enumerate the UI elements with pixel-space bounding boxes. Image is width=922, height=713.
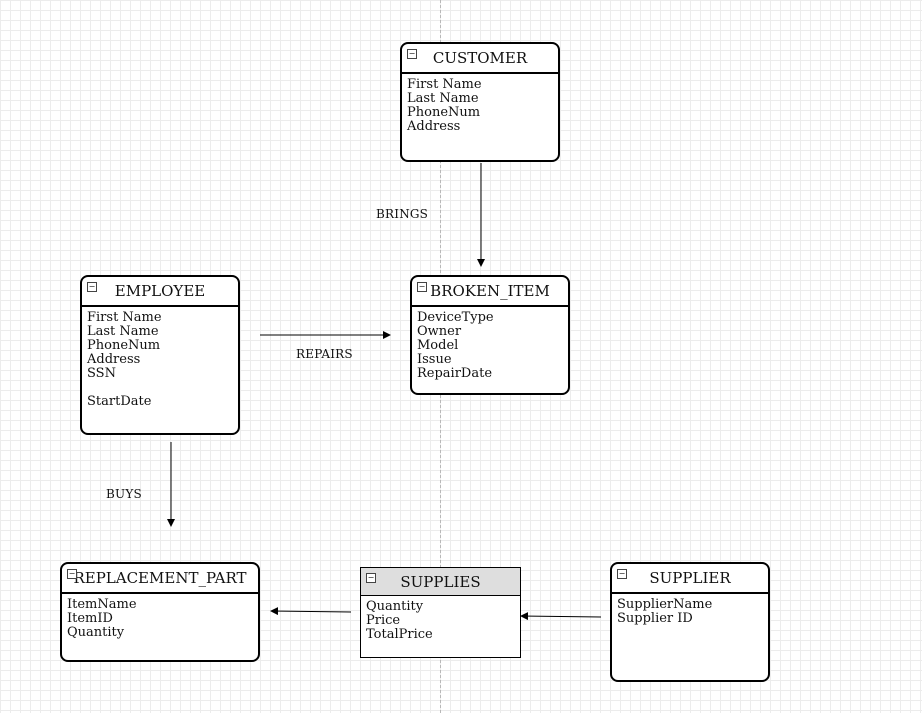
collapse-icon[interactable]: − (67, 569, 77, 579)
entity-title: BROKEN_ITEM (430, 282, 550, 300)
attribute[interactable]: Owner (417, 324, 462, 339)
collapse-icon[interactable]: − (417, 282, 427, 292)
attribute[interactable]: Last Name (87, 324, 159, 339)
attribute[interactable]: First Name (407, 77, 482, 92)
attribute[interactable]: DeviceType (417, 310, 494, 325)
supplies-to-part-connector[interactable] (270, 607, 352, 616)
attribute[interactable]: StartDate (87, 394, 152, 409)
entity-title: REPLACEMENT_PART (73, 569, 247, 587)
attribute-list: First Name Last Name PhoneNum Address SS… (82, 307, 238, 409)
attribute[interactable]: Issue (417, 352, 452, 367)
collapse-icon[interactable]: − (87, 282, 97, 292)
attribute-list: ItemName ItemID Quantity (62, 594, 258, 640)
entity-header[interactable]: − CUSTOMER (402, 44, 558, 74)
replacement-part-entity[interactable]: − REPLACEMENT_PART ItemName ItemID Quant… (60, 562, 260, 662)
attribute[interactable]: Quantity (366, 599, 424, 614)
attribute[interactable]: Last Name (407, 91, 479, 106)
attribute-list: SupplierName Supplier ID (612, 594, 768, 626)
employee-entity[interactable]: − EMPLOYEE First Name Last Name PhoneNum… (80, 275, 240, 435)
attribute[interactable]: Address (407, 119, 461, 134)
buys-label[interactable]: BUYS (106, 487, 142, 501)
collapse-icon[interactable]: − (407, 49, 417, 59)
entity-title: SUPPLIER (649, 569, 731, 587)
entity-header[interactable]: − REPLACEMENT_PART (62, 564, 258, 594)
attribute[interactable]: First Name (87, 310, 162, 325)
supplier-entity[interactable]: − SUPPLIER SupplierName Supplier ID (610, 562, 770, 682)
attribute[interactable]: PhoneNum (87, 338, 161, 353)
attribute[interactable]: PhoneNum (407, 105, 481, 120)
entity-header[interactable]: − SUPPLIES (361, 568, 520, 596)
attribute[interactable]: Quantity (67, 625, 125, 640)
entity-title: CUSTOMER (432, 49, 528, 67)
broken-item-entity[interactable]: − BROKEN_ITEM DeviceType Owner Model Iss… (410, 275, 570, 395)
attribute[interactable]: SupplierName (617, 597, 713, 612)
collapse-icon[interactable]: − (366, 573, 376, 583)
entity-title: SUPPLIES (400, 572, 481, 591)
attribute[interactable]: Address (87, 352, 141, 367)
entity-title: EMPLOYEE (114, 282, 206, 300)
attribute (87, 381, 238, 395)
entity-header[interactable]: − EMPLOYEE (82, 277, 238, 307)
attribute[interactable]: Price (366, 613, 401, 628)
brings-label[interactable]: BRINGS (376, 207, 429, 221)
entity-header[interactable]: − BROKEN_ITEM (412, 277, 568, 307)
attribute[interactable]: RepairDate (417, 366, 493, 381)
attribute[interactable]: SSN (87, 366, 116, 381)
attribute[interactable]: Supplier ID (617, 611, 693, 626)
attribute[interactable]: TotalPrice (366, 627, 433, 642)
collapse-icon[interactable]: − (617, 569, 627, 579)
repairs-label[interactable]: REPAIRS (296, 347, 353, 361)
attribute[interactable]: ItemName (67, 597, 137, 612)
supplier-to-supplies-connector[interactable] (520, 612, 602, 621)
supplies-entity[interactable]: − SUPPLIES Quantity Price TotalPrice (360, 567, 521, 658)
attribute[interactable]: ItemID (67, 611, 113, 626)
attribute-list: Quantity Price TotalPrice (361, 596, 520, 642)
attribute-list: DeviceType Owner Model Issue RepairDate (412, 307, 568, 381)
customer-entity[interactable]: − CUSTOMER First Name Last Name PhoneNum… (400, 42, 560, 162)
attribute-list: First Name Last Name PhoneNum Address (402, 74, 558, 134)
attribute[interactable]: Model (417, 338, 459, 353)
entity-header[interactable]: − SUPPLIER (612, 564, 768, 594)
